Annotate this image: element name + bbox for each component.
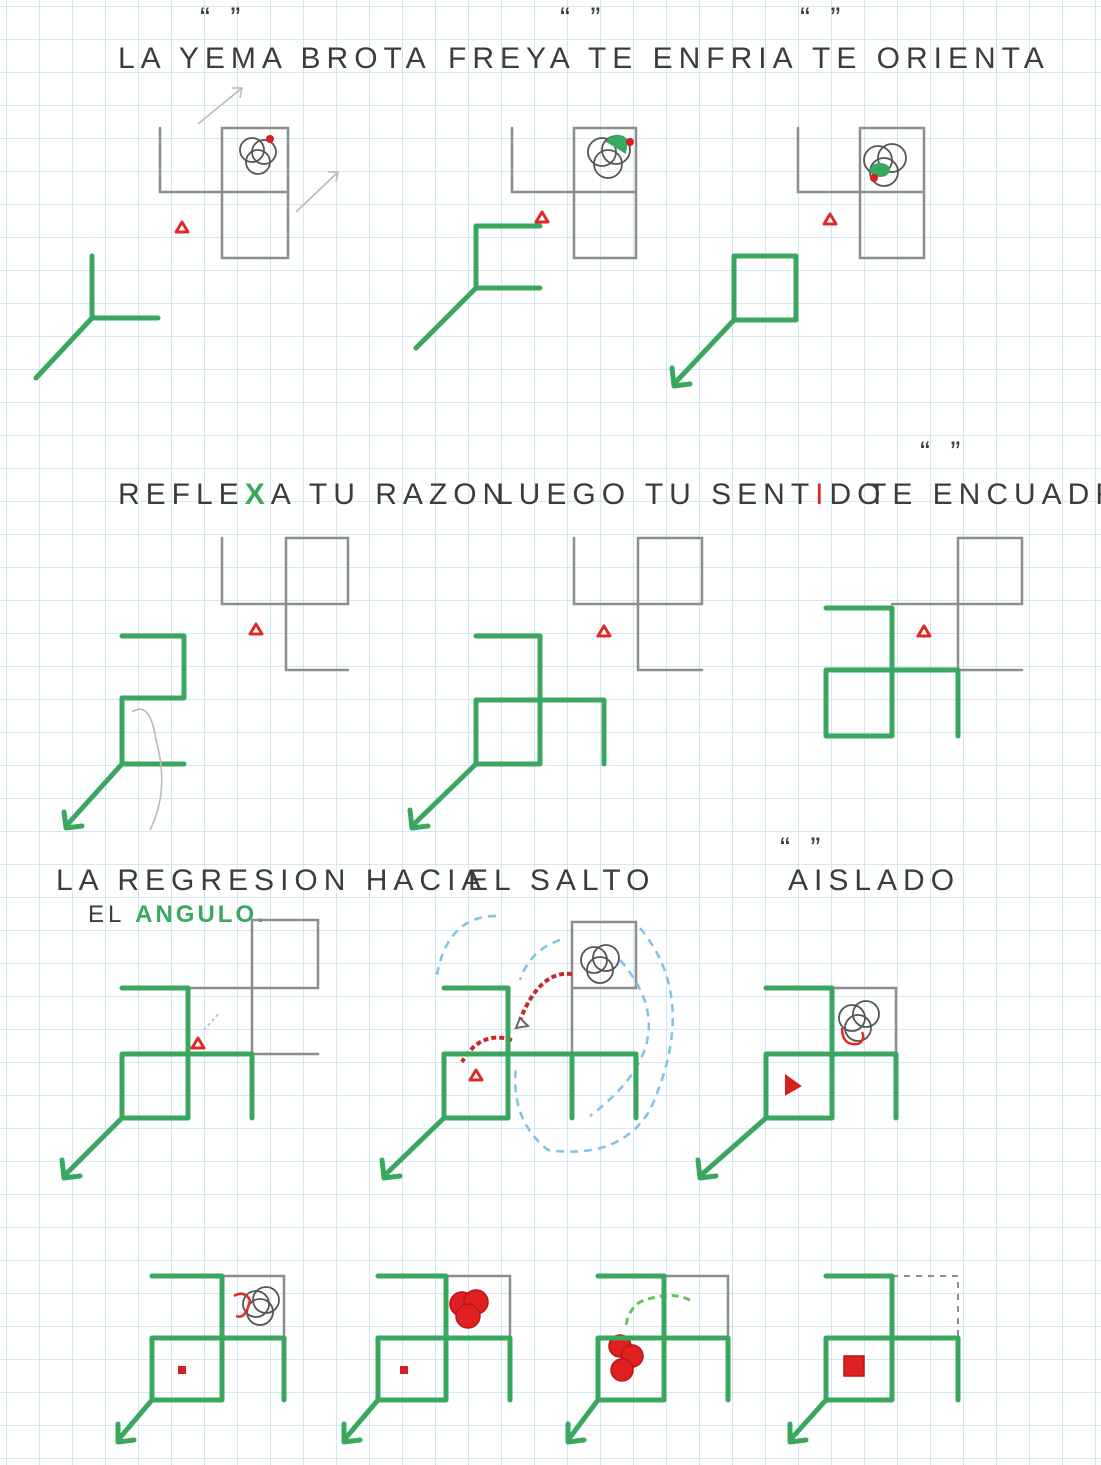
quotes-p1: “ ”: [200, 2, 246, 35]
caption-p4: REFLEXA TU RAZON: [118, 478, 510, 511]
caption-p5: LUEGO TU SENTIDO: [496, 478, 887, 511]
caption-p2: FREYA TE ENFRIA: [448, 42, 799, 75]
quotes-p6: “ ”: [920, 436, 966, 469]
caption-p6: TE ENCUADRA: [868, 478, 1101, 511]
caption-p3: TE ORIENTA: [812, 42, 1050, 75]
quotes-p2: “ ”: [560, 2, 606, 35]
caption-p7-line2: EL ANGULO.: [88, 901, 267, 928]
caption-p1: LA YEMA BROTA: [118, 42, 432, 75]
caption-p9: AISLADO: [788, 864, 960, 897]
quotes-p3: “ ”: [800, 2, 846, 35]
quotes-p9: “ ”: [780, 832, 826, 865]
caption-p8: EL SALTO: [468, 864, 656, 897]
caption-p7: LA REGRESION HACIA: [56, 864, 487, 897]
